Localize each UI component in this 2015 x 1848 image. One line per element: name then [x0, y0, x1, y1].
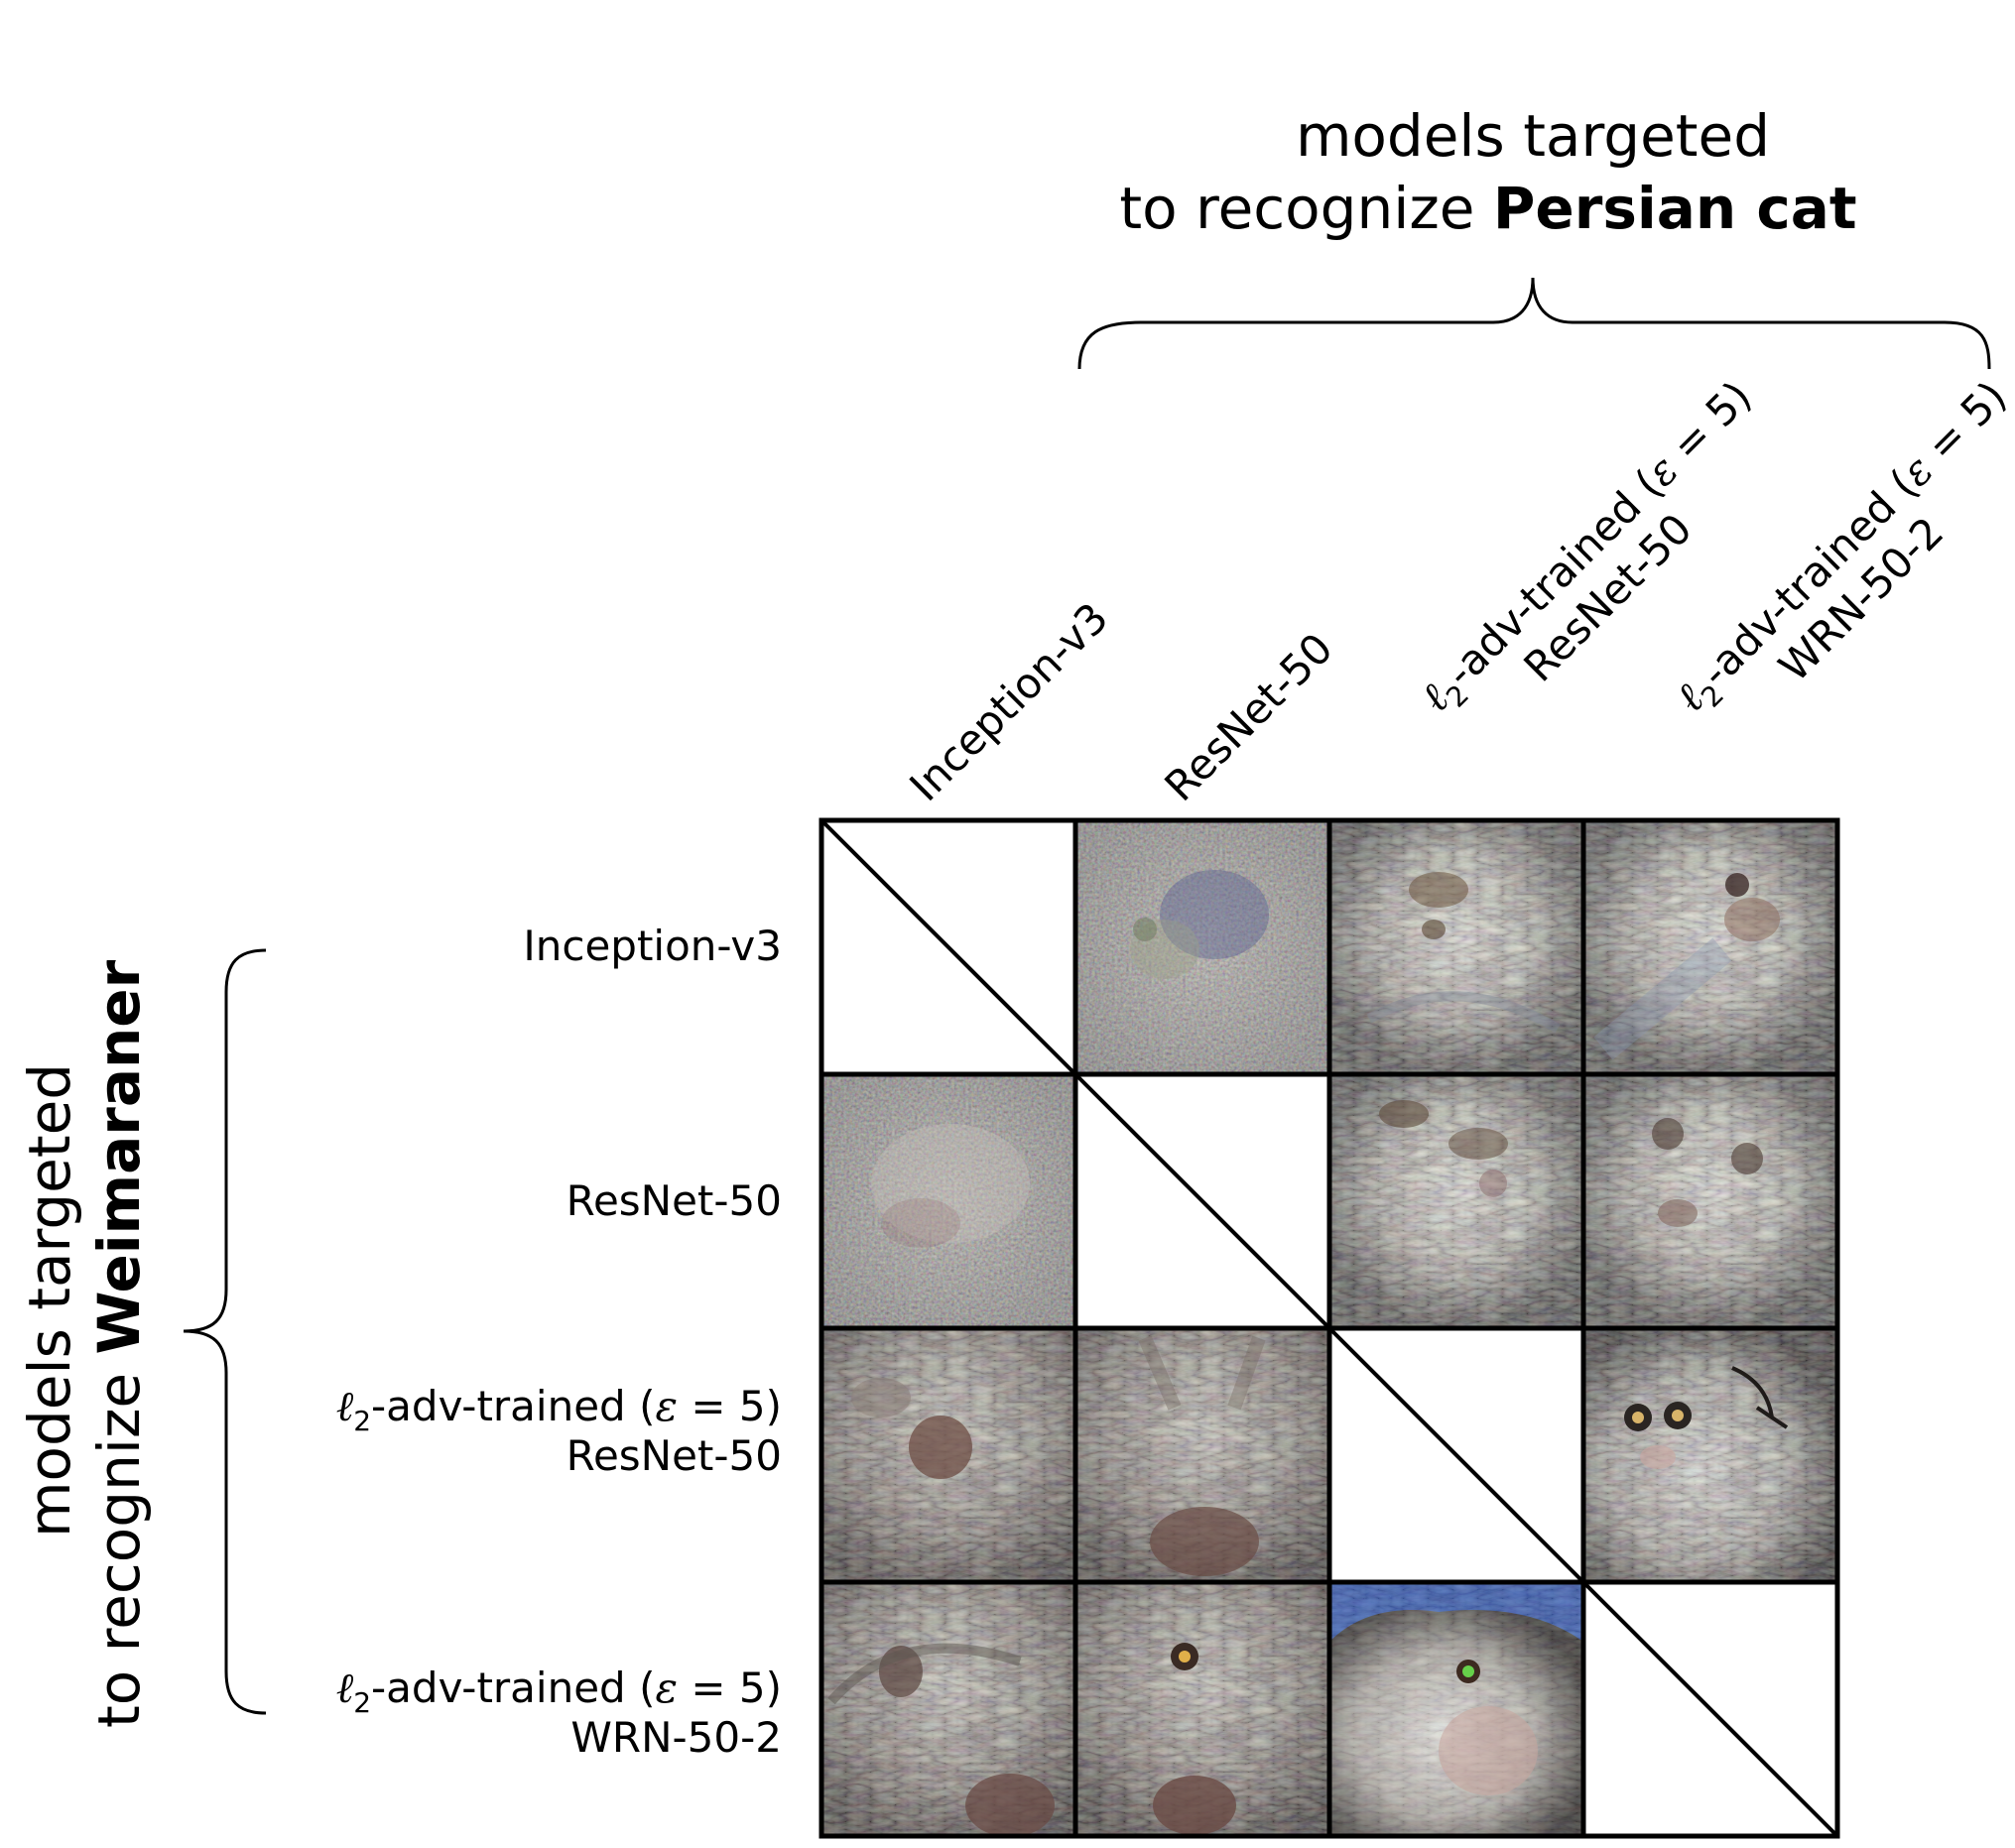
- cell-r0-c1-image: [1075, 820, 1329, 1074]
- cell-r0-c2-image: [1329, 820, 1583, 1074]
- image-grid: [819, 817, 1840, 1839]
- cell-r3-c1-image: [1075, 1582, 1329, 1836]
- left-brace: [183, 948, 267, 1715]
- row3-rest: -adv-trained (: [371, 1382, 655, 1430]
- row-label-resnet: ResNet-50: [567, 1176, 782, 1225]
- column-label-adv-resnet: ℓ2-adv-trained (ε = 5) ResNet-50: [1411, 372, 1760, 721]
- row-label-adv-resnet-line1: ℓ2-adv-trained (ε = 5): [336, 1382, 782, 1437]
- row-label-adv-wrn-line2: WRN-50-2: [570, 1713, 782, 1762]
- top-title-bold: Persian cat: [1493, 175, 1857, 242]
- left-title-line2: to recognize Weimaraner: [85, 959, 153, 1728]
- left-title-prefix: to recognize: [85, 1354, 153, 1728]
- row3-tail: = 5): [678, 1382, 782, 1430]
- cell-r1-c0-image: [821, 1074, 1075, 1328]
- row3-sub: 2: [353, 1405, 371, 1437]
- cell-r3-c2-image: [1329, 1582, 1583, 1836]
- column-label-inception: Inception-v3: [900, 593, 1117, 810]
- cell-r1-c3-image: [1583, 1074, 1837, 1328]
- row4-rest: -adv-trained (: [371, 1663, 655, 1712]
- row4-ell: ℓ: [336, 1663, 354, 1712]
- row4-tail: = 5): [678, 1663, 782, 1712]
- row3-eps: ε: [655, 1382, 678, 1430]
- row4-sub: 2: [353, 1686, 371, 1719]
- row4-eps: ε: [655, 1663, 678, 1712]
- left-title-line1: models targeted: [16, 1063, 83, 1538]
- column-label-resnet: ResNet-50: [1155, 624, 1341, 810]
- row-label-inception: Inception-v3: [523, 922, 782, 970]
- top-title-line1: models targeted: [1296, 102, 1770, 170]
- cell-r0-c0-diagonal: [819, 818, 1077, 1076]
- cell-r3-c3-diagonal: [1581, 1580, 1839, 1838]
- top-title-prefix: to recognize: [1119, 175, 1493, 242]
- row-label-adv-wrn-line1: ℓ2-adv-trained (ε = 5): [336, 1663, 782, 1719]
- cell-r1-c1-diagonal: [1073, 1072, 1331, 1330]
- cell-r2-c1-image: [1075, 1328, 1329, 1582]
- column-labels: Inception-v3 ResNet-50 ℓ2-adv-trained (ε…: [900, 372, 2015, 810]
- cell-r2-c3-image: [1583, 1328, 1837, 1582]
- row-labels: Inception-v3 ResNet-50 ℓ2-adv-trained (ε…: [336, 922, 782, 1762]
- cell-r2-c2-diagonal: [1327, 1326, 1585, 1584]
- grid-lines: [819, 817, 1840, 1839]
- top-title-line2: to recognize Persian cat: [1119, 175, 1856, 242]
- row3-ell: ℓ: [336, 1382, 354, 1430]
- left-title-bold: Weimaraner: [85, 959, 153, 1354]
- cell-r2-c0-image: [821, 1328, 1075, 1582]
- cell-r0-c3-image: [1583, 820, 1837, 1074]
- top-brace: [1077, 277, 1991, 370]
- row-label-adv-resnet-line2: ResNet-50: [567, 1431, 782, 1480]
- cell-r3-c0-image: [821, 1582, 1075, 1837]
- cell-r1-c2-image: [1329, 1074, 1583, 1328]
